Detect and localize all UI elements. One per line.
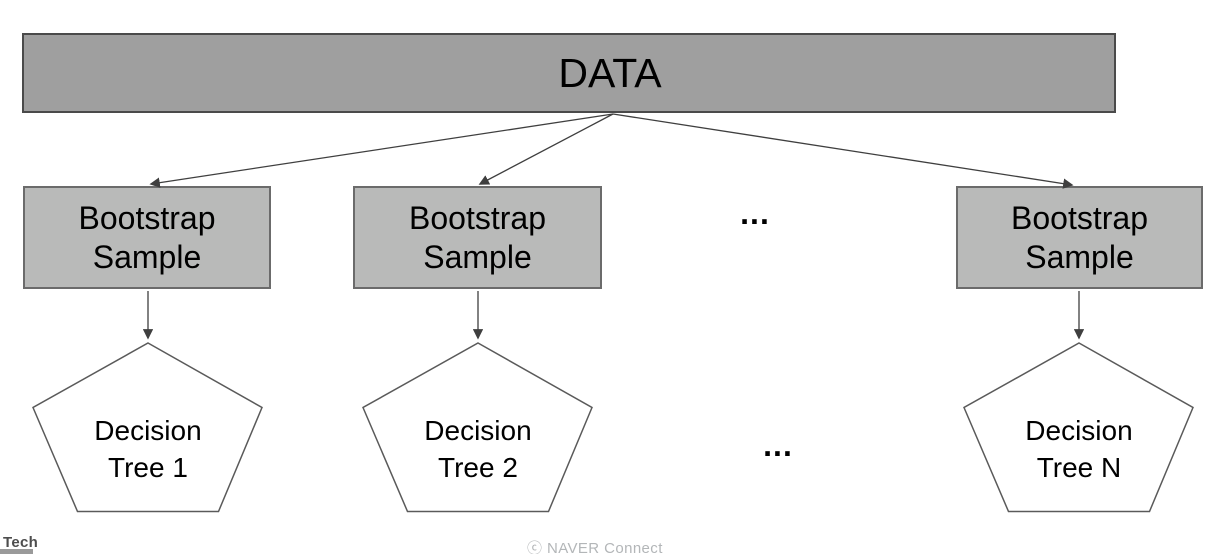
ellipsis-trees: ...	[763, 427, 793, 463]
data-node-label: DATA	[558, 49, 662, 96]
arrow-data-to-sample-1	[149, 113, 614, 188]
decision-tree-label-1: Decision Tree 1	[94, 415, 202, 483]
tech-brand-label: Tech	[3, 534, 39, 551]
ellipsis-samples: ...	[740, 195, 770, 231]
arrow-data-to-sample-2	[478, 113, 614, 185]
bootstrap-sample-node-n: Bootstrap Sample	[956, 186, 1203, 289]
arrow-data-to-sample-n	[612, 113, 1074, 189]
bootstrap-sample-label-2: Bootstrap Sample	[409, 199, 546, 275]
decision-tree-label-n: Decision Tree N	[1025, 415, 1133, 483]
copyright-text: ⓒ NAVER Connect	[527, 540, 663, 554]
bootstrap-sample-label-1: Bootstrap Sample	[78, 199, 216, 275]
decision-tree-label-2: Decision Tree 2	[424, 415, 532, 483]
bootstrap-sample-node-2: Bootstrap Sample	[353, 186, 602, 289]
tech-underline-bar	[0, 549, 33, 554]
data-node: DATA	[22, 33, 1116, 113]
bootstrap-sample-label-n: Bootstrap Sample	[1011, 199, 1148, 275]
bootstrap-sample-node-1: Bootstrap Sample	[23, 186, 271, 289]
